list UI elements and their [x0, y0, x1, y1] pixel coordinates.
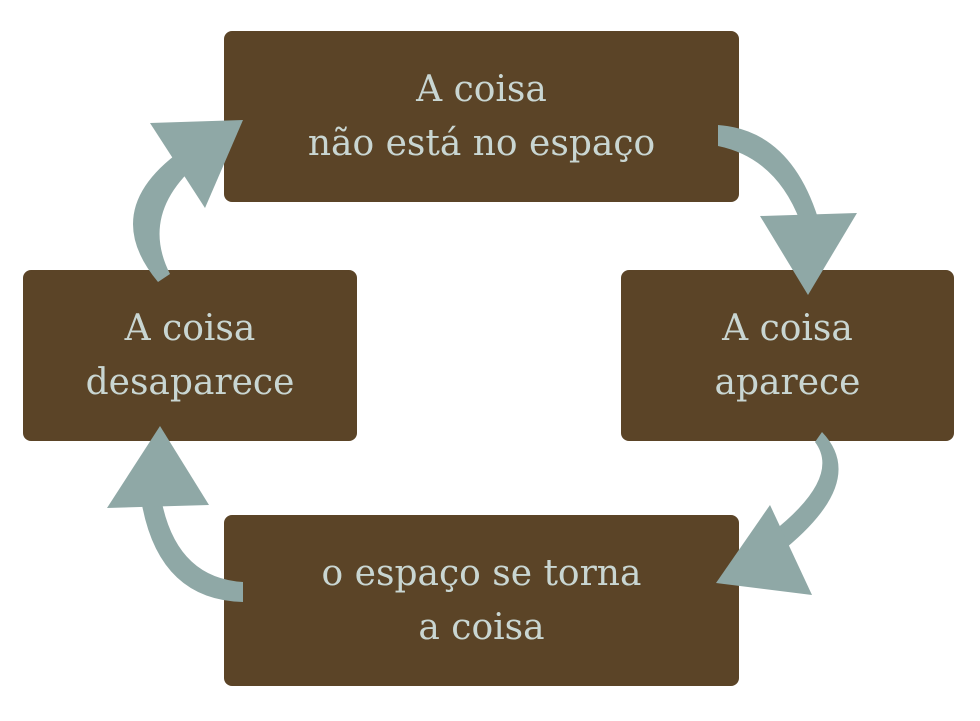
node-space-becomes-thing: o espaço se torna a coisa: [224, 515, 739, 686]
node-thing-not-in-space: A coisa não está no espaço: [224, 31, 739, 202]
curved-arrow-top-to-right: [718, 125, 857, 295]
curved-arrow-bottom-to-left: [107, 426, 243, 602]
node-label-line2: desaparece: [85, 361, 295, 403]
node-label-line1: A coisa: [124, 307, 256, 349]
node-thing-disappears: A coisa desaparece: [23, 270, 357, 441]
node-label-line2: não está no espaço: [307, 122, 656, 164]
curved-arrow-left-to-top: [133, 120, 243, 282]
curved-arrow-right-to-bottom: [716, 432, 839, 595]
node-label-line2: aparece: [714, 361, 861, 403]
node-label-line1: A coisa: [722, 307, 853, 349]
node-label-line1: A coisa: [416, 68, 547, 110]
node-label-line2: a coisa: [418, 606, 545, 648]
node-thing-appears: A coisa aparece: [621, 270, 954, 441]
node-label-line1: o espaço se torna: [321, 552, 642, 594]
